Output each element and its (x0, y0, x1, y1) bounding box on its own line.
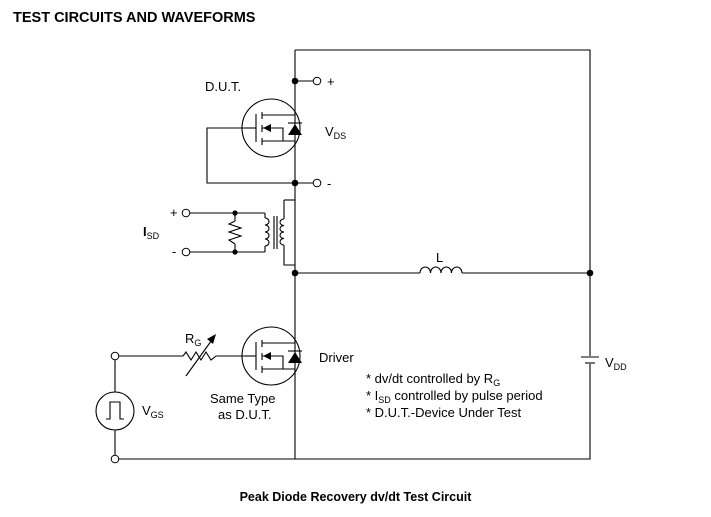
rg-label-main: R (185, 331, 194, 346)
junction-dot (291, 179, 299, 187)
same-type-line-2: as D.U.T. (218, 407, 271, 422)
minus-terminal-label: - (327, 176, 331, 191)
vds-label-sub: DS (334, 131, 347, 141)
isd-label: ISD (143, 224, 160, 241)
vgs-label: VGS (142, 403, 164, 420)
inductor-label: L (436, 250, 443, 265)
terminals (110, 76, 322, 464)
page-title: TEST CIRCUITS AND WAVEFORMS (13, 10, 256, 26)
same-type-line-1: Same Type (210, 391, 276, 406)
note-dvdt-text: * dv/dt controlled by R (366, 371, 493, 386)
note-dvdt: * dv/dt controlled by RG (366, 371, 500, 388)
vgs-top-terminal (110, 351, 120, 361)
note-isd-sub: SD (378, 395, 391, 405)
inductor-symbol (419, 266, 463, 274)
driver-label: Driver (319, 350, 354, 365)
isd-plus-terminal (181, 208, 191, 218)
isd-label-sub: SD (147, 231, 160, 241)
vds-label: VDS (325, 124, 346, 141)
junction-dot (291, 269, 299, 277)
vds-label-main: V (325, 124, 334, 139)
ct-secondary-coil (279, 218, 285, 246)
junction-dot (232, 249, 238, 255)
vdd-label: VDD (605, 355, 627, 372)
rg-label-sub: G (194, 338, 201, 348)
vgs-pulse-source (95, 391, 135, 431)
vdd-battery-symbol (575, 356, 605, 364)
current-transformer-symbol (227, 216, 285, 249)
burden-resistor (227, 220, 243, 245)
isd-minus-label: - (172, 244, 176, 259)
vdd-label-main: V (605, 355, 614, 370)
note-dvdt-sub: G (493, 378, 500, 388)
note-isd-suffix: controlled by pulse period (391, 388, 543, 403)
isd-minus-terminal (181, 247, 191, 257)
plus-terminal-label: + (327, 74, 335, 89)
vgs-label-main: V (142, 403, 151, 418)
vgs-bottom-terminal (110, 454, 120, 464)
note-isd: * ISD controlled by pulse period (366, 388, 543, 405)
junction-dot (232, 210, 238, 216)
dut-label: D.U.T. (205, 79, 241, 94)
dut-gate-short-wire (206, 127, 295, 184)
rg-label: RG (185, 331, 201, 348)
dut-mosfet-symbol (241, 98, 302, 158)
junction-dots (232, 77, 594, 277)
vdd-label-sub: DD (614, 362, 627, 372)
outer-loop-wire (115, 49, 591, 460)
circuit-wires (114, 49, 591, 460)
isd-label-main: I (143, 224, 147, 239)
ct-secondary-bottom-wire (283, 245, 295, 266)
rg-variable-resistor (182, 334, 217, 377)
plus-terminal (312, 76, 322, 86)
note-dut: * D.U.T.-Device Under Test (366, 405, 521, 420)
minus-terminal (312, 178, 322, 188)
junction-dot (291, 77, 299, 85)
diagram-caption: Peak Diode Recovery dv/dt Test Circuit (239, 490, 472, 504)
ct-primary-coil (264, 217, 270, 247)
note-isd-prefix: * I (366, 388, 378, 403)
vgs-label-sub: GS (151, 410, 164, 420)
driver-mosfet-symbol (241, 326, 302, 386)
isd-plus-label: + (170, 205, 178, 220)
junction-dot (586, 269, 594, 277)
